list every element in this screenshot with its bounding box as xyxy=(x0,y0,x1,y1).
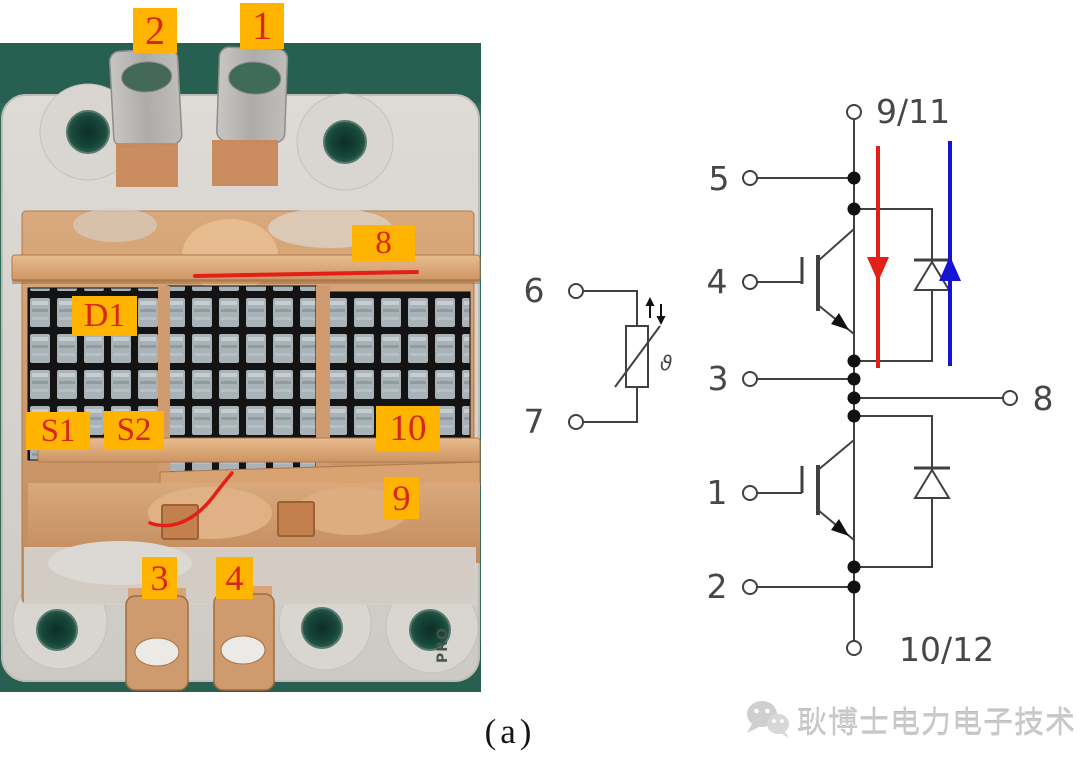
terminal-label-6: 6 xyxy=(524,271,545,310)
terminal-label-1: 1 xyxy=(707,473,728,512)
thermistor-symbol xyxy=(568,283,666,430)
label-terminal-1: 1 xyxy=(240,3,284,49)
label-die-s2: S2 xyxy=(104,411,164,450)
diode-current-arrow xyxy=(939,141,961,366)
terminal-tab-2 xyxy=(109,48,183,148)
label-terminal-10: 10 xyxy=(376,406,440,451)
thermistor-updown-arrows xyxy=(645,297,666,325)
red-arc-annotation xyxy=(148,471,234,528)
label-terminal-4: 4 xyxy=(216,557,253,599)
terminal-label-9-11: 9/11 xyxy=(876,92,950,131)
label-die-d1: D1 xyxy=(72,296,137,336)
terminal-tab-1 xyxy=(216,46,289,144)
terminal-tab-4 xyxy=(213,586,275,691)
upper-diode-symbol xyxy=(854,208,951,362)
upper-igbt-symbol xyxy=(800,228,855,335)
label-terminal-3: 3 xyxy=(142,557,177,599)
terminal-label-10-12: 10/12 xyxy=(899,630,994,669)
igbt-current-arrow xyxy=(867,146,889,368)
terminal-label-3: 3 xyxy=(708,359,729,398)
tab-1-copper-base xyxy=(212,140,278,186)
terminal-label-5: 5 xyxy=(709,159,730,198)
label-terminal-2: 2 xyxy=(133,8,177,53)
junction-dots xyxy=(847,171,861,594)
red-underline-terminal-8 xyxy=(193,270,419,278)
thermistor-theta-symbol: ϑ xyxy=(660,351,672,375)
subfigure-caption: (a) xyxy=(484,712,536,751)
terminal-label-7: 7 xyxy=(524,402,545,441)
terminal-tab-3 xyxy=(125,588,189,691)
mounting-holes xyxy=(36,110,451,651)
lower-diode-symbol xyxy=(854,415,951,568)
terminal-circles xyxy=(742,104,1018,656)
label-die-s1: S1 xyxy=(26,412,90,450)
circuit-schematic: 9/11 10/12 5 4 3 8 1 2 6 7 ϑ xyxy=(524,92,1054,669)
terminal-label-8: 8 xyxy=(1033,379,1054,418)
pcb-side-marking: PRO xyxy=(435,627,451,663)
terminal-label-4: 4 xyxy=(707,262,728,301)
watermark-text: 耿博士电力电子技术 xyxy=(797,706,1076,741)
wechat-icon xyxy=(747,701,789,738)
lower-igbt-symbol xyxy=(800,439,855,541)
label-terminal-8: 8 xyxy=(352,225,415,262)
terminal-label-2: 2 xyxy=(707,567,728,606)
tab-2-copper-base xyxy=(116,143,178,187)
label-terminal-9: 9 xyxy=(384,477,419,519)
watermark: 耿博士电力电子技术 xyxy=(744,698,1076,742)
